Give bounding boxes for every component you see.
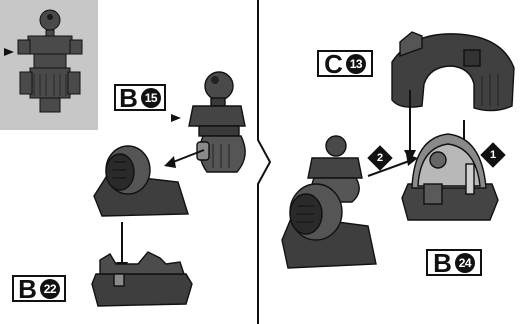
robot-on-drum-assembly: [281, 135, 377, 269]
ring-part-c13: [391, 31, 515, 112]
drum-base-part: [93, 145, 189, 217]
socket-base-part-b24: [401, 133, 499, 221]
panel-divider: [257, 0, 272, 324]
mech-silhouette-icon: [4, 9, 83, 113]
reference-thumbnail: [0, 0, 98, 130]
assembly-arrow-right-2: [367, 154, 418, 177]
bottom-base-part-b22: [91, 251, 193, 307]
assembly-arrow-left-1: [164, 149, 205, 168]
